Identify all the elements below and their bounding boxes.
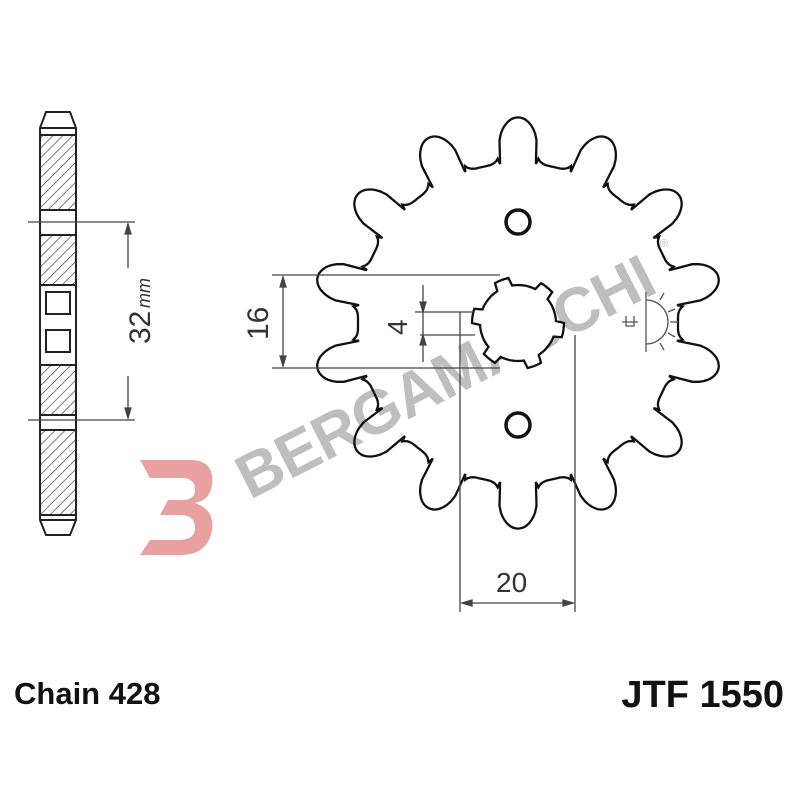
svg-text:32: 32 xyxy=(124,311,157,344)
part-number: JTF 1550 xyxy=(621,674,784,716)
bergamaschi-logo xyxy=(140,460,213,555)
dimension-lines xyxy=(272,274,576,612)
spline-hub xyxy=(470,276,566,370)
dimension-32mm xyxy=(28,221,135,421)
dimension-4-label: 4 xyxy=(382,319,413,335)
watermark-text: BERGAMASCHI xyxy=(225,242,666,512)
dimension-32mm-label: 32 mm xyxy=(124,278,157,344)
watermark-registered: ® xyxy=(660,238,668,250)
chain-label: Chain 428 xyxy=(14,676,161,711)
dimension-16-label: 16 xyxy=(242,307,275,340)
mounting-hole-bottom xyxy=(504,411,532,439)
svg-text:mm: mm xyxy=(134,278,154,308)
dimension-20-label: 20 xyxy=(496,567,527,598)
sprocket-outline xyxy=(316,116,720,530)
mounting-hole-top xyxy=(504,208,532,236)
rotation-symbol xyxy=(622,292,678,352)
side-view xyxy=(39,111,77,536)
